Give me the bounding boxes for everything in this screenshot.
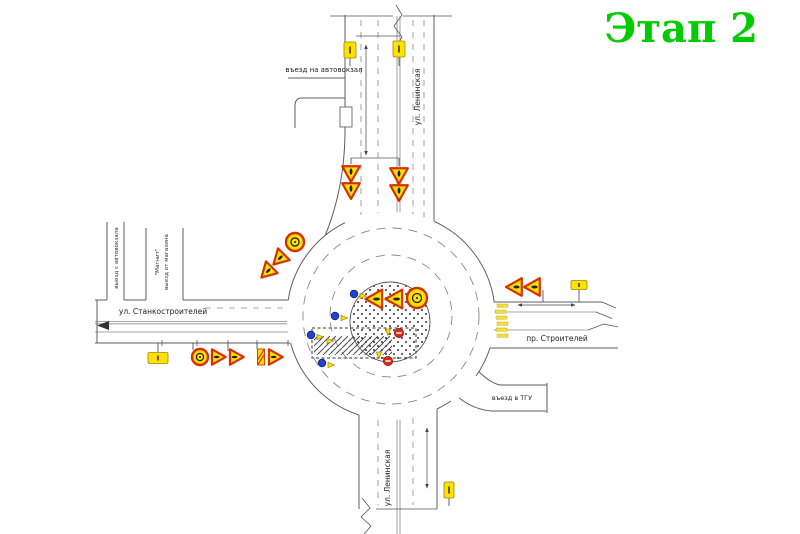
striped-plate-sign	[256, 348, 266, 366]
temporary-yellow-marking-dash	[496, 303, 509, 308]
label-south-street: ул. Ленинская	[383, 450, 392, 507]
label-bus-entrance: въезд на автовокзал	[285, 66, 362, 74]
warning-triangle-sign	[504, 277, 523, 297]
road-break-symbol-top	[393, 4, 403, 48]
temporary-yellow-marking-dash	[495, 315, 508, 320]
label-tgu-entrance: въезд в ТГУ	[492, 394, 532, 402]
warning-triangle-sign	[384, 288, 404, 310]
warning-triangle-sign	[364, 288, 384, 310]
temporary-crosswalk-marking	[494, 303, 509, 338]
warning-triangle-sign	[522, 277, 541, 297]
round-sign	[405, 286, 429, 310]
road-end-arrow	[97, 321, 109, 330]
warning-lamp	[383, 356, 393, 366]
roundabout-outer-edge	[287, 220, 495, 416]
road-break-symbol-bottom	[360, 497, 372, 534]
label-east-street: пр. Строителей	[526, 334, 588, 343]
mini-arrow-sign	[316, 333, 325, 341]
warning-triangle-sign	[341, 165, 361, 184]
round-sign	[284, 231, 306, 253]
temporary-yellow-marking-dash	[494, 309, 507, 314]
round-sign	[190, 347, 210, 367]
mini-arrow-sign	[326, 337, 335, 345]
warning-triangle-sign	[228, 348, 245, 366]
label-bus-exit: выезд с автовокзала	[114, 227, 120, 289]
traffic-cone	[349, 289, 359, 299]
warning-triangle-sign	[210, 348, 227, 366]
road-network	[95, 4, 619, 534]
warning-lamp	[394, 328, 404, 338]
info-plate-sign	[443, 481, 455, 499]
info-plate-sign	[570, 280, 588, 290]
signs-layer	[147, 40, 588, 506]
label-north-street: ул. Ленинская	[413, 69, 422, 126]
stage-title: Этап 2	[604, 5, 758, 52]
temporary-yellow-marking-dash	[496, 333, 509, 338]
circulating-lane-marking	[329, 254, 453, 378]
warning-triangle-sign	[389, 184, 409, 203]
info-plate-sign	[147, 352, 169, 364]
warning-triangle-sign	[267, 348, 284, 366]
mini-arrow-sign	[340, 314, 349, 322]
warning-triangle-sign	[260, 260, 279, 279]
mini-arrow-sign	[359, 292, 368, 300]
traffic-cone	[330, 311, 340, 321]
traffic-cone	[317, 358, 327, 368]
warning-triangle-sign	[341, 182, 361, 201]
labels: Этап 2 ул. Ленинская ул. Ленинская ул. С…	[114, 5, 758, 506]
work-zone-border	[311, 327, 417, 359]
mini-arrow-sign	[375, 351, 383, 360]
warning-triangle-sign	[389, 167, 409, 186]
roundabout	[287, 212, 495, 420]
label-magnit-exit-line2: "Магнит"	[155, 248, 161, 275]
temporary-yellow-marking-dash	[496, 321, 509, 326]
circulating-lane-marking	[302, 227, 480, 405]
markers-layer	[306, 289, 404, 369]
traffic-cone	[306, 330, 316, 340]
info-plate-sign	[392, 40, 406, 58]
bus-shelter-outline	[339, 106, 353, 128]
label-west-street: ул. Станкостроителей	[119, 307, 207, 316]
info-plate-sign	[343, 41, 357, 59]
temporary-yellow-marking-dash	[495, 327, 508, 332]
mini-arrow-sign	[327, 361, 336, 369]
warning-triangle-sign	[272, 247, 291, 266]
label-magnit-exit-line1: выезд от магазина	[164, 234, 170, 290]
mini-arrow-sign	[384, 328, 392, 337]
